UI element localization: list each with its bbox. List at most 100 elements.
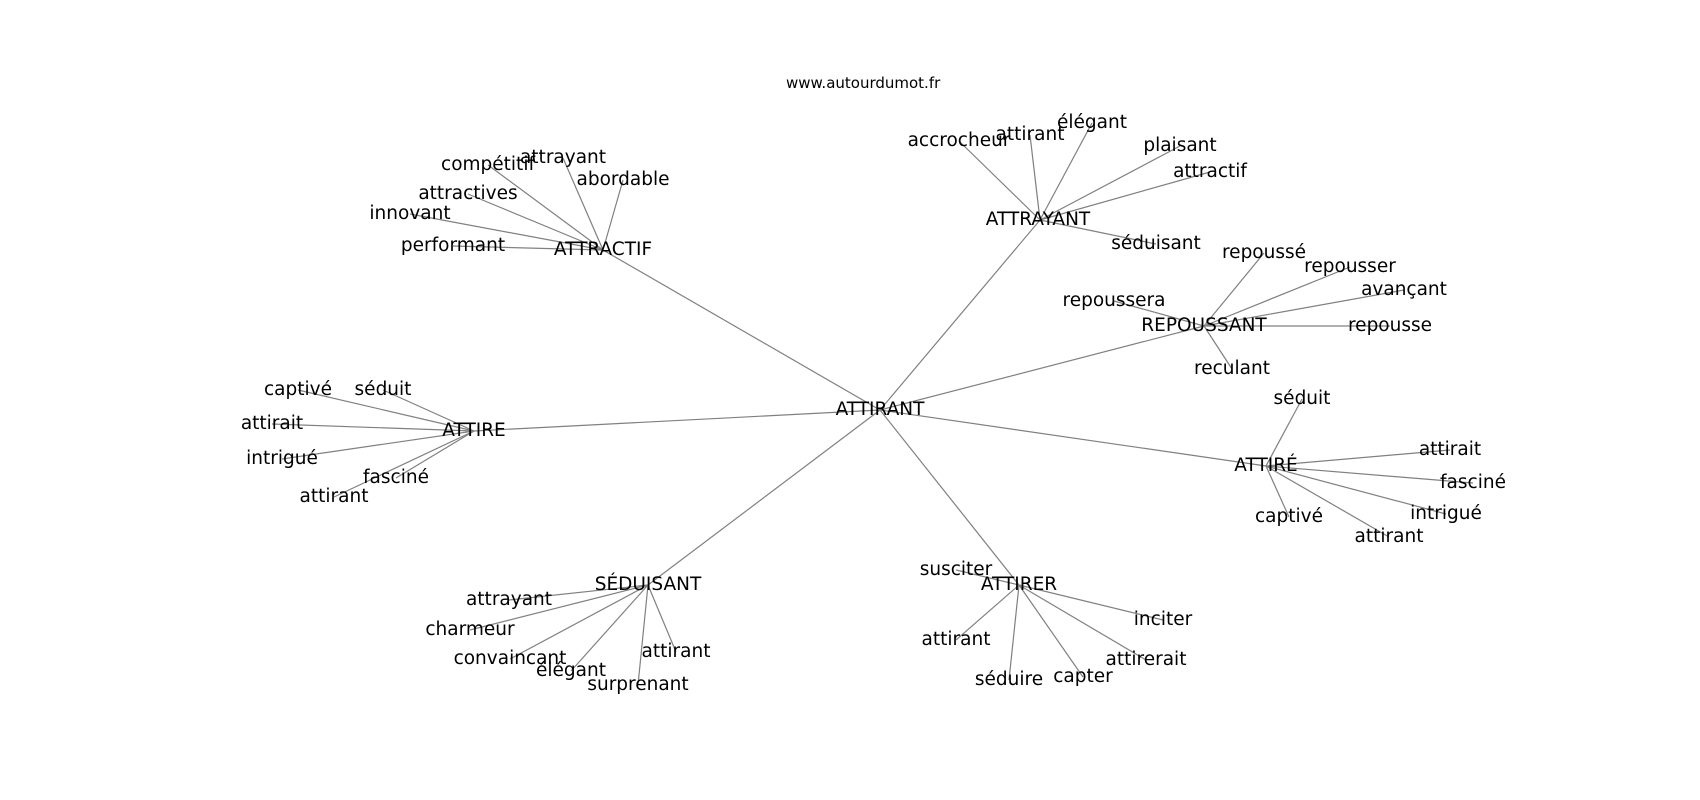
node-leaf-attractif-attractives: attractives <box>418 183 517 204</box>
edge-layer <box>271 122 1474 686</box>
edge-attrayant-to-attractif <box>1039 171 1211 221</box>
node-hub-attire-acc: ATTIRÉ <box>1234 454 1298 476</box>
edge-attire-acc-to-fascine <box>1265 465 1474 484</box>
node-leaf-attractif-innovant: innovant <box>369 203 450 224</box>
node-center-attirant: ATTIRANT <box>836 399 926 420</box>
edge-attrayant-to-seduisant <box>1039 219 1157 245</box>
edge-attrayant-to-plaisant <box>1039 145 1181 221</box>
node-leaf-attractif-performant: performant <box>401 235 505 256</box>
node-leaf-seduisant-convaincant: convaincant <box>454 648 567 669</box>
edge-repoussant-to-repoussera <box>1113 300 1205 327</box>
node-leaf-attrayant-attractif: attractif <box>1173 161 1247 182</box>
node-leaf-attractif-competitif: compétitif <box>441 154 535 175</box>
edge-attrayant-to-accrocheur <box>958 140 1041 221</box>
node-leaf-attrayant-elegant: élégant <box>1057 112 1127 133</box>
edge-center-to-attire <box>473 409 881 432</box>
edge-center-to-repoussant <box>879 325 1205 411</box>
edge-center-to-attractif <box>602 249 881 411</box>
node-leaf-attire-seduit: séduit <box>355 379 412 400</box>
edge-center-to-seduisant <box>647 409 881 586</box>
node-leaf-attrayant-accrocheur: accrocheur <box>908 130 1011 151</box>
node-leaf-attirer-inciter: inciter <box>1134 609 1193 630</box>
edge-attire-acc-to-attirant <box>1265 465 1390 538</box>
edge-attire-to-attirant <box>333 430 475 498</box>
node-leaf-attractif-abordable: abordable <box>576 169 669 190</box>
node-leaf-seduisant-attrayant: attrayant <box>466 589 552 610</box>
edge-seduisant-to-attrayant <box>508 584 649 601</box>
node-hub-repoussant: REPOUSSANT <box>1141 315 1267 336</box>
edge-seduisant-to-surprenant <box>637 584 649 686</box>
edge-attractif-to-innovant <box>409 213 604 251</box>
node-leaf-repoussant-reculant: reculant <box>1194 358 1270 379</box>
edge-attire-acc-to-seduit <box>1265 398 1303 467</box>
node-leaf-repoussant-repousse: repousse <box>1348 315 1432 336</box>
node-leaf-attire-acc-attirant: attirant <box>1355 526 1424 547</box>
node-leaf-seduisant-elegant: élégant <box>536 660 606 681</box>
edge-attrayant-to-attirant <box>1029 134 1041 221</box>
edge-attractif-to-attrayant <box>562 157 604 251</box>
edge-repoussant-to-avancant <box>1203 289 1405 327</box>
node-leaf-attrayant-plaisant: plaisant <box>1143 135 1216 156</box>
node-leaf-attirer-susciter: susciter <box>920 559 993 580</box>
node-hub-attirer: ATTIRER <box>981 574 1057 595</box>
edge-center-to-attrayant <box>879 219 1041 411</box>
node-hub-attrayant: ATTRAYANT <box>986 209 1091 230</box>
node-leaf-attirer-attirerait: attirerait <box>1106 649 1187 670</box>
edge-seduisant-to-elegant <box>570 584 649 672</box>
edge-attire-to-captive <box>297 389 475 432</box>
edge-attirer-to-seduire <box>1008 584 1020 681</box>
edge-attirer-to-susciter <box>955 569 1020 586</box>
node-leaf-attire-acc-fascine: fasciné <box>1440 472 1506 493</box>
edge-attire-to-intrigue <box>281 430 475 460</box>
edge-attractif-to-abordable <box>602 179 624 251</box>
node-leaf-attractif-attrayant: attrayant <box>520 147 606 168</box>
node-hub-seduisant: SÉDUISANT <box>595 573 702 595</box>
edge-attire-to-seduit <box>382 389 475 432</box>
node-leaf-repoussant-repousse: repoussé <box>1222 242 1306 263</box>
edge-attire-to-fascine <box>395 430 475 479</box>
edge-attire-to-attirait <box>271 423 475 432</box>
node-leaf-seduisant-attirant: attirant <box>642 641 711 662</box>
edge-attire-acc-to-intrigue <box>1265 465 1447 515</box>
edge-attractif-to-performant <box>452 245 604 251</box>
node-leaf-attire-intrigue: intrigué <box>246 448 318 469</box>
edge-seduisant-to-attirant <box>647 584 677 653</box>
node-leaf-repoussant-repousser: repousser <box>1304 256 1396 277</box>
watermark-text: www.autourdumot.fr <box>786 74 941 92</box>
edge-attrayant-to-elegant <box>1039 122 1093 221</box>
edge-attire-acc-to-captive <box>1265 465 1290 518</box>
node-leaf-attirer-capter: capter <box>1053 666 1113 687</box>
node-leaf-attirer-attirant: attirant <box>922 629 991 650</box>
node-leaf-attire-acc-intrigue: intrigué <box>1410 503 1482 524</box>
node-hub-attractif: ATTRACTIF <box>554 239 652 260</box>
node-leaf-attirer-seduire: séduire <box>975 669 1043 690</box>
edge-attirer-to-attirerait <box>1018 584 1147 661</box>
edge-seduisant-to-convaincant <box>509 584 649 660</box>
node-leaf-attire-acc-attirait: attirait <box>1419 439 1481 460</box>
edge-center-to-attire-acc <box>879 409 1267 467</box>
node-hub-attire: ATTIRE <box>442 420 506 441</box>
node-leaf-seduisant-surprenant: surprenant <box>587 674 688 695</box>
node-leaf-seduisant-charmeur: charmeur <box>425 619 515 640</box>
node-leaf-attrayant-seduisant: séduisant <box>1111 233 1201 254</box>
node-leaf-attire-acc-seduit: séduit <box>1274 388 1331 409</box>
edge-attire-acc-to-attirait <box>1265 449 1451 467</box>
node-leaf-attire-acc-captive: captivé <box>1255 506 1323 527</box>
edge-attractif-to-attractives <box>467 193 604 251</box>
edge-repoussant-to-repousse <box>1203 252 1265 327</box>
edge-attirer-to-attirant <box>955 584 1020 641</box>
node-leaf-attire-attirant: attirant <box>300 486 369 507</box>
node-leaf-repoussant-repoussera: repoussera <box>1063 290 1166 311</box>
node-leaf-attrayant-attirant: attirant <box>996 124 1065 145</box>
node-leaf-attire-attirait: attirait <box>241 413 303 434</box>
edge-attirer-to-capter <box>1018 584 1084 678</box>
edge-seduisant-to-charmeur <box>469 584 649 631</box>
edge-center-to-attirer <box>879 409 1020 586</box>
edge-repoussant-to-reculant <box>1203 325 1233 370</box>
edge-attractif-to-competitif <box>487 164 604 251</box>
label-layer: ATTIRANTATTRACTIFcompétitifattrayantabor… <box>241 112 1506 695</box>
edge-attirer-to-inciter <box>1018 584 1164 621</box>
node-leaf-repoussant-avancant: avançant <box>1361 279 1447 300</box>
node-leaf-attire-fascine: fasciné <box>363 467 429 488</box>
